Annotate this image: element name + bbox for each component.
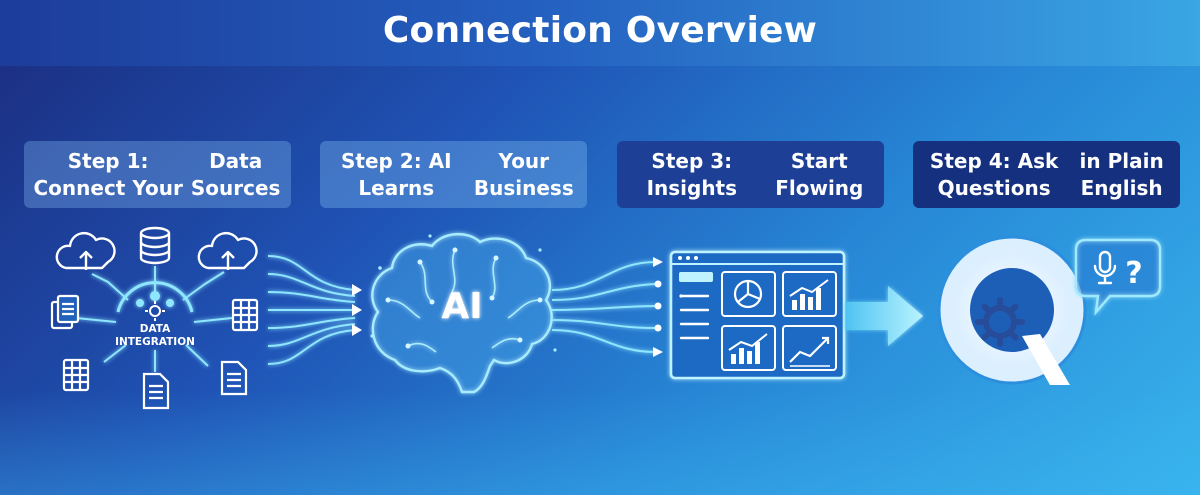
flow-arrows-to-dashboard (551, 261, 657, 353)
document-icon (142, 372, 170, 410)
page-title: Connection Overview (382, 10, 818, 51)
arrow-right-icon (846, 286, 923, 346)
bubble-question-mark: ? (1125, 256, 1142, 291)
step-3-label: Step 3: Insights Start Flowing (617, 141, 884, 208)
brain-icon (371, 233, 553, 394)
spreadsheet-icon (231, 298, 259, 332)
step-3-line-2: Start Flowing (775, 148, 864, 200)
step-4-label: Step 4: Ask Questions in Plain English (913, 141, 1180, 208)
microphone-icon (1093, 250, 1117, 285)
q-letter: Q (1008, 326, 1016, 337)
step-1-label: Step 1: Connect Your Data Sources (24, 141, 291, 208)
database-icon (139, 226, 171, 265)
bar-chart-icon (789, 279, 829, 310)
data-integration-hub (75, 266, 233, 372)
hub-label-line-2: INTEGRATION (115, 336, 195, 348)
step-2-label: Step 2: AI Learns Your Business (320, 141, 587, 208)
step-2-line-2: Your Business (473, 148, 574, 200)
brain-label: AI (441, 286, 482, 327)
document-icon (50, 294, 80, 330)
cloud-upload-icon (197, 231, 258, 270)
speech-bubble (1074, 238, 1162, 316)
pie-chart-icon (733, 279, 763, 309)
arrow-right-icon (653, 257, 663, 357)
bar-chart-icon (728, 333, 768, 364)
step-1-line-2: Data Sources (190, 148, 281, 200)
spreadsheet-icon (62, 358, 90, 392)
line-chart-icon (789, 336, 830, 367)
sparkle-decoration (370, 234, 557, 352)
hub-gear-icon (145, 301, 165, 321)
document-icon (220, 360, 248, 396)
step-4-line-1: Step 4: Ask Questions (929, 148, 1059, 200)
step-4-line-2: in Plain English (1079, 148, 1164, 200)
background-glow (0, 390, 1200, 495)
flow-arrows-to-ai (267, 255, 356, 365)
step-3-line-1: Step 3: Insights (646, 148, 738, 200)
step-2-line-1: Step 2: AI Learns (341, 148, 452, 200)
cloud-upload-icon (55, 231, 116, 270)
header-band (0, 0, 1200, 66)
dashboard-icon (669, 250, 846, 380)
gear-icon (975, 297, 1025, 347)
step-1-line-1: Step 1: Connect Your (33, 148, 183, 200)
brain-circuit-nodes (385, 247, 543, 349)
hub-label-line-1: DATA (140, 323, 171, 335)
arrow-right-icon (352, 284, 362, 336)
